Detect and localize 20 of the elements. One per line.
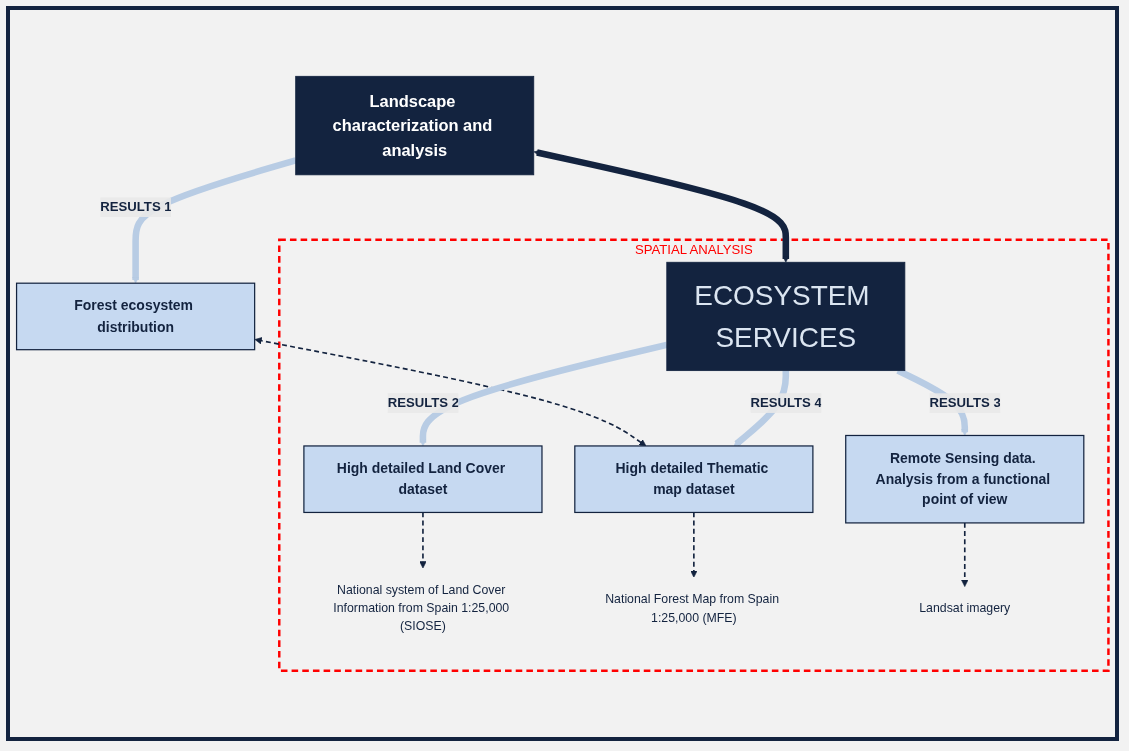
node-box: Landscape characterization and analysis (295, 75, 535, 176)
arrow (961, 522, 969, 587)
edge-label: RESULTS 4 (750, 395, 822, 410)
arrow (419, 511, 427, 569)
node-box: High detailed Thematic map dataset (574, 445, 814, 514)
node-box: High detailed Land Cover dataset (303, 445, 543, 514)
edge-label: RESULTS 3 (929, 395, 1001, 410)
arrow (132, 157, 297, 284)
edge-label: RESULTS 2 (387, 395, 459, 410)
edge-label: RESULTS 1 (100, 199, 172, 214)
arrow (533, 149, 790, 263)
arrow (419, 341, 668, 447)
node-text: National system of Land Cover Information from Spain 1:25,000 (SIOSE) (333, 582, 510, 633)
arrow (690, 511, 698, 578)
node-box: ECOSYSTEM SERVICES (666, 261, 906, 372)
arrow (254, 337, 647, 447)
node-box: Forest ecosystem distribution (15, 282, 256, 351)
node-text: National Forest Map from Spain 1:25,000 (MFE) (605, 591, 780, 624)
node-text: Landsat imagery (919, 600, 1011, 615)
node-box: Remote Sensing data. Analysis from a functional point of view (845, 434, 1085, 524)
